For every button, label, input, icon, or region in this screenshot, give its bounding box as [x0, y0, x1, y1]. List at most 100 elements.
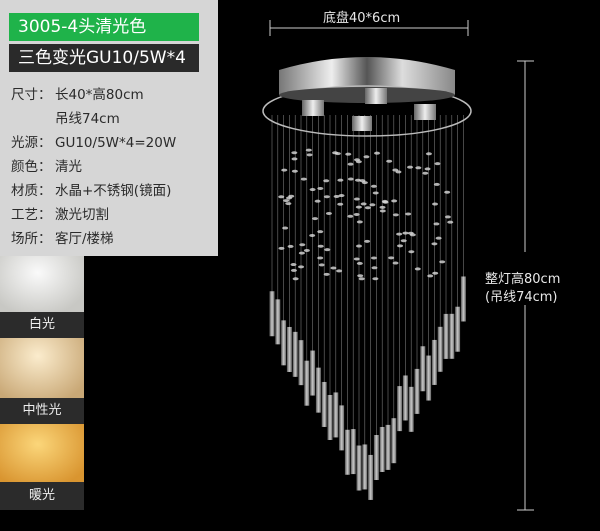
crystal-bead — [371, 266, 378, 270]
crystal-bead — [392, 261, 399, 265]
crystal-rod — [333, 392, 339, 438]
crystal-bead — [396, 232, 403, 236]
spec-wire: 吊线74cm — [11, 107, 120, 127]
crystal-bead — [291, 169, 298, 173]
spec-value: 水晶+不锈钢(镜面) — [55, 183, 172, 199]
spec-craft: 工艺：激光切割 — [11, 203, 109, 223]
crystal-bead — [314, 199, 321, 203]
crystal-bead — [278, 195, 285, 199]
canopy — [262, 57, 472, 137]
crystal-rod — [292, 331, 298, 377]
crystal-bead — [364, 239, 371, 243]
crystal-bead — [408, 250, 415, 254]
crystal-bead — [330, 266, 337, 270]
crystal-bead — [447, 220, 454, 224]
crystal-bead — [386, 159, 393, 163]
crystal-bead — [317, 244, 324, 248]
crystal-bead — [338, 194, 345, 198]
crystal-bead — [325, 211, 332, 215]
spec-key: 场所： — [11, 231, 52, 247]
crystal-bead — [358, 277, 365, 281]
crystal-bead — [291, 157, 298, 161]
crystal-bead — [363, 155, 370, 159]
crystal-bead — [312, 217, 319, 221]
crystal-bead — [415, 166, 422, 170]
crystal-bead — [364, 206, 371, 210]
crystal-bead — [318, 263, 325, 267]
spec-key: 光源： — [11, 135, 52, 151]
crystal-bead — [298, 251, 305, 255]
crystal-rod — [391, 418, 397, 464]
crystal-bead — [290, 263, 297, 267]
crystal-bead — [281, 168, 288, 172]
crystal-bead — [323, 272, 330, 276]
spec-key: 工艺： — [11, 207, 52, 223]
crystal-bead — [355, 244, 362, 248]
crystal-rod — [339, 405, 345, 451]
crystal-rod — [368, 454, 374, 500]
neutral-light-label: 中性光 — [0, 398, 84, 424]
crystal-bead — [287, 244, 294, 248]
crystal-bead — [354, 158, 361, 162]
base-dimension-label: 底盘40*6cm — [323, 11, 401, 26]
crystal-rod — [385, 424, 391, 470]
crystal-bead — [334, 152, 341, 156]
crystal-bead — [360, 202, 367, 206]
crystal-rod — [327, 394, 333, 440]
crystal-bead — [292, 277, 299, 281]
spec-size: 尺寸：长40*高80cm — [11, 83, 144, 103]
crystal-bead — [402, 231, 409, 235]
crystal-rod — [437, 326, 443, 372]
height-dimension-label: 整灯高80cm — [485, 272, 561, 287]
spec-key: 尺寸： — [11, 87, 52, 103]
crystal-rod — [315, 367, 321, 413]
crystal-bead — [347, 162, 354, 166]
crystal-bead — [303, 248, 310, 252]
crystal-rod — [356, 445, 362, 491]
crystal-bead — [431, 242, 438, 246]
crystal-bead — [434, 162, 441, 166]
spotlight — [302, 100, 324, 116]
spec-value: 激光切割 — [55, 207, 109, 223]
crystal-bead — [370, 256, 377, 260]
spec-value: 客厅/楼梯 — [55, 231, 114, 247]
crystal-bead — [422, 171, 429, 175]
crystal-bead — [336, 269, 343, 273]
crystal-bead — [298, 265, 305, 269]
crystal-rod — [275, 299, 281, 345]
neutral-light-swatch — [0, 338, 84, 398]
crystal-rod — [443, 313, 449, 359]
spec-color: 颜色：清光 — [11, 155, 82, 175]
crystal-bead — [337, 178, 344, 182]
crystal-rod — [298, 340, 304, 386]
crystal-bead — [424, 167, 431, 171]
crystal-bead — [374, 151, 381, 155]
crystal-bead — [278, 246, 285, 250]
crystal-bead — [323, 195, 330, 199]
crystal-bead — [444, 215, 451, 219]
crystal-rod — [455, 306, 461, 352]
crystal-bead — [347, 214, 354, 218]
crystal-bead — [372, 191, 379, 195]
spec-panel: 3005-4头清光色 三色变光GU10/5W*4 尺寸：长40*高80cm 吊线… — [0, 0, 218, 256]
crystal-bead — [407, 165, 414, 169]
crystal-bead — [357, 274, 364, 278]
crystal-bead — [356, 220, 363, 224]
crystal-bead — [435, 236, 442, 240]
crystal-bead — [444, 190, 451, 194]
crystal-bead — [299, 243, 306, 247]
light-source-badge: 三色变光GU10/5W*4 — [9, 44, 199, 72]
crystal-bead — [388, 256, 395, 260]
crystal-bead — [300, 177, 307, 181]
crystal-bead — [433, 182, 440, 186]
crystal-bead — [427, 274, 434, 278]
crystal-bead — [355, 205, 362, 209]
crystal-bead — [405, 212, 412, 216]
crystal-bead — [395, 170, 402, 174]
crystal-rod — [402, 375, 408, 421]
crystal-rod — [460, 276, 466, 322]
crystal-bead — [305, 148, 312, 152]
base-dimension-line — [269, 20, 469, 36]
spec-place: 场所：客厅/楼梯 — [11, 227, 114, 247]
